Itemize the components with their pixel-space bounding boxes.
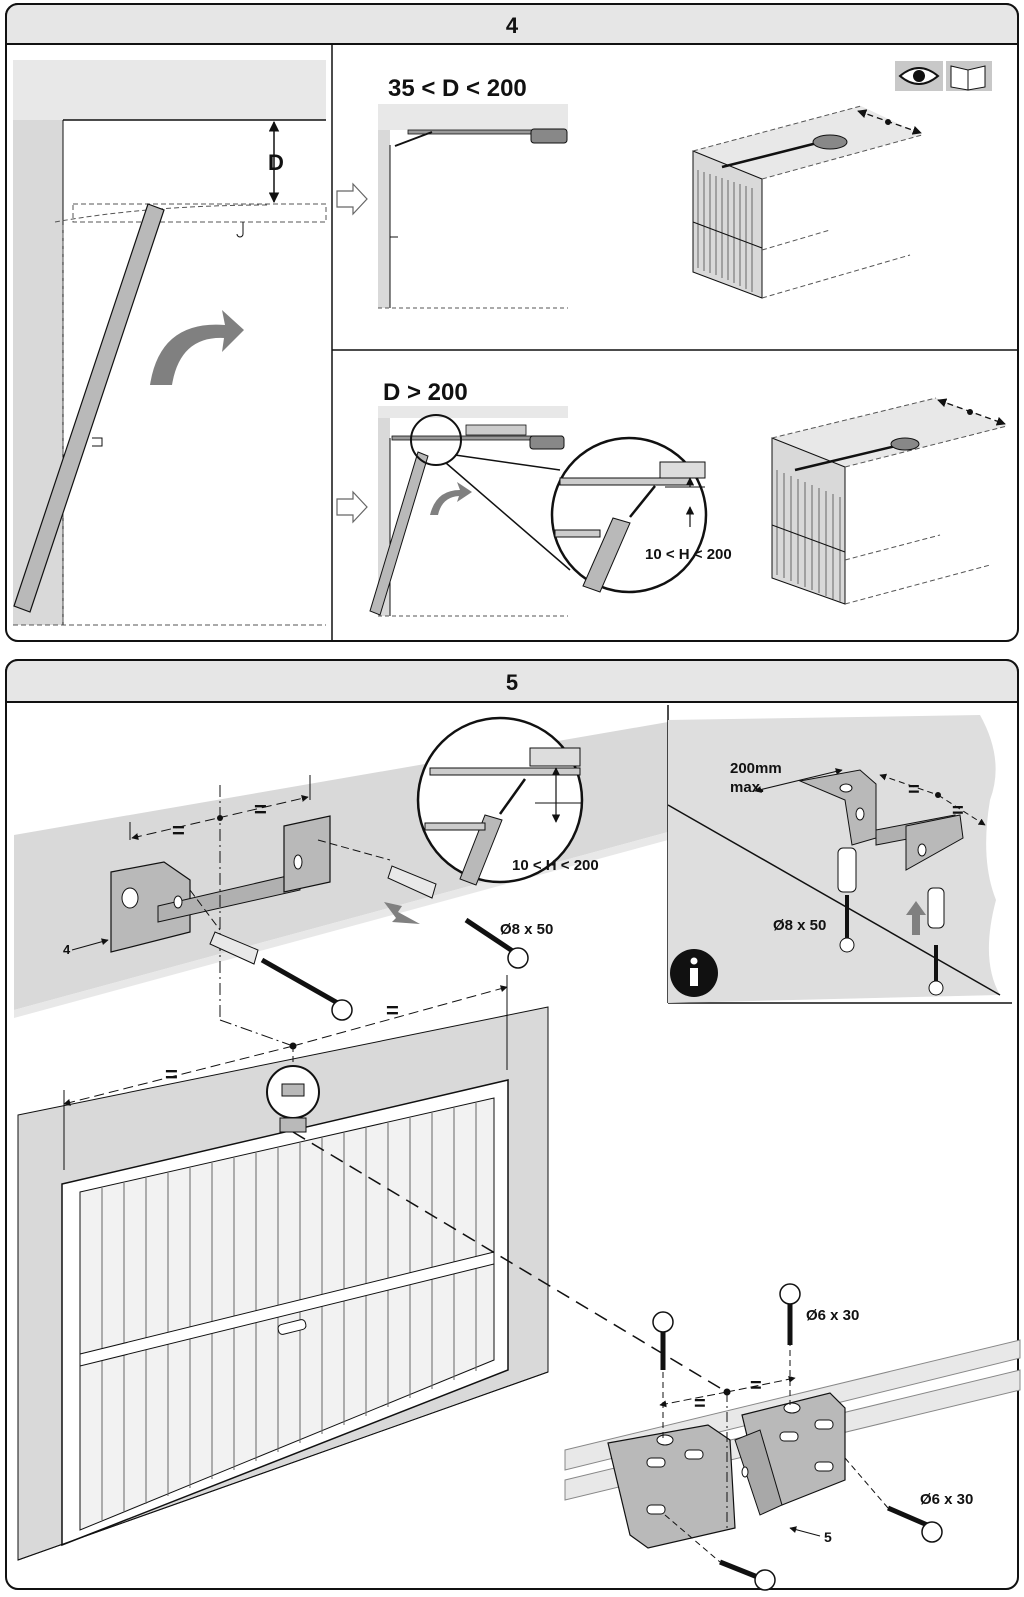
equal-mark-2: = [254,797,267,822]
d-label: D [268,150,284,175]
panel-4-number: 4 [506,13,519,38]
panel-5: 5 [5,659,1021,1591]
tilting-door-side-view: D [13,60,327,626]
info-equal-1: = [908,779,920,801]
info-max-label-2: max. [730,779,764,796]
panel-4: 4 D 35 < D < 200 [5,3,1019,642]
equal-mark-1: = [172,818,185,843]
case-b-h-range: 10 < H < 200 [645,546,732,563]
info-max-label-1: 200mm [730,760,782,777]
next-arrow-icon-2 [336,490,368,524]
bracket-label: 4 [63,942,71,957]
case-b-perspective [771,397,1008,605]
wall-anchors-screws: Ø8 x 50 [189,839,553,1021]
case-b-view: D > 200 10 < H < 200 [336,379,732,617]
h-range-zoom: 10 < H < 200 [416,716,599,886]
case-a-perspective [692,105,923,299]
equal-mark-4: = [165,1062,178,1087]
info-equal-2: = [952,800,964,822]
garage-door-front [17,1006,549,1561]
equal-mark-3: = [386,998,399,1023]
tilt-arrow-icon-2 [430,482,472,515]
door-equal-1: = [694,1393,706,1415]
door-bracket: = = Ø6 x 30 Ø6 x 30 5 [564,1283,1021,1591]
case-a-condition: 35 < D < 200 [388,75,527,102]
see-manual-icons [895,61,992,91]
door-bracket-label: 5 [824,1529,832,1545]
case-b-condition: D > 200 [383,379,468,406]
info-inset: 200mm max. = = Ø8 x 50 [667,705,1012,1004]
wall-bracket: 4 [63,815,331,957]
info-anchor-spec: Ø8 x 50 [773,917,826,934]
anchor-spec: Ø8 x 50 [500,921,553,938]
door-screw-spec-top: Ø6 x 30 [806,1307,859,1324]
door-screw-spec-side: Ø6 x 30 [920,1491,973,1508]
door-equal-2: = [750,1375,762,1397]
case-a-view: 35 < D < 200 [336,75,568,309]
panel-5-number: 5 [506,670,518,695]
panel5-h-range: 10 < H < 200 [512,857,599,874]
next-arrow-icon [336,182,368,216]
tilt-arrow-icon [150,310,244,385]
